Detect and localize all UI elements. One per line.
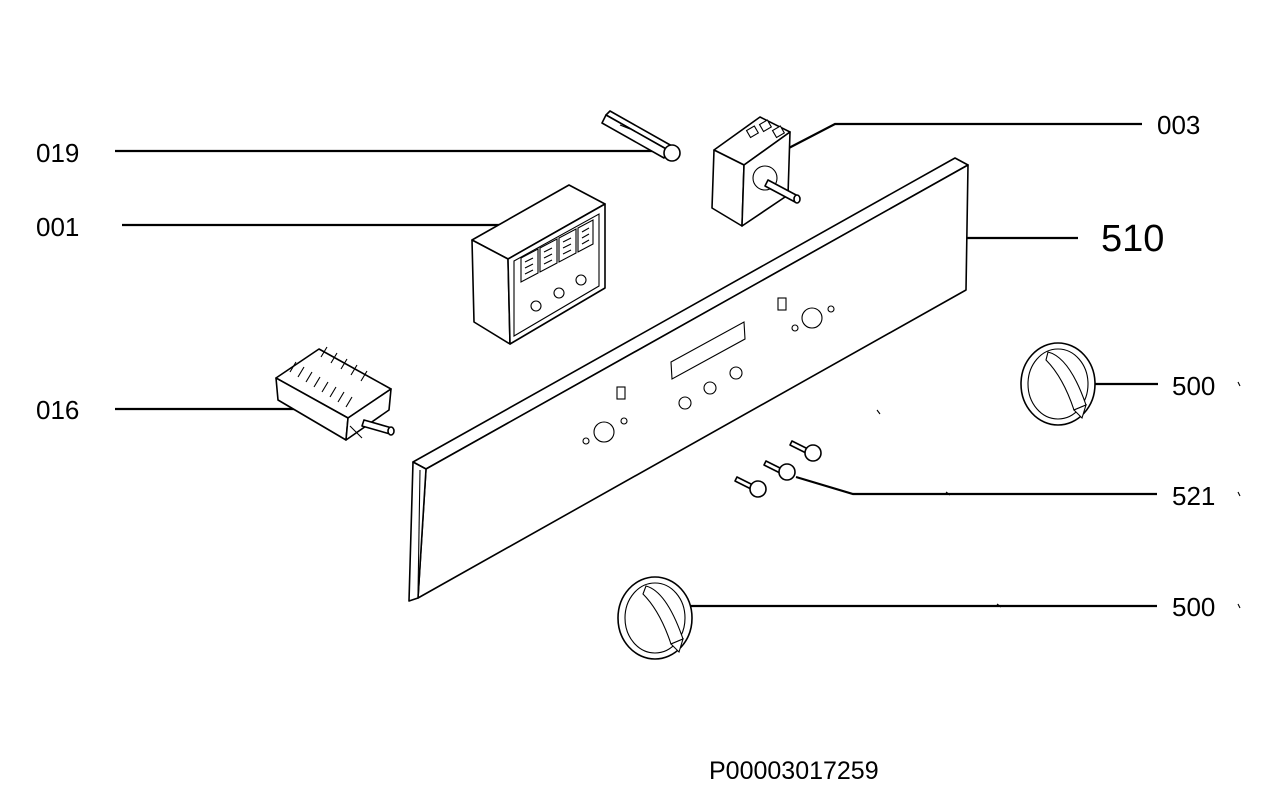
label-500-lower: 500 [1172,592,1215,622]
label-500-upper: 500 [1172,371,1215,401]
label-001: 001 [36,212,79,242]
knob-500-lower [617,576,693,660]
control-panel-510 [408,157,969,602]
selector-switch-016 [275,346,395,441]
label-016: 016 [36,395,79,425]
clock-timer-001 [471,184,606,345]
leader-003 [784,122,1142,151]
indicator-lamp-019 [601,110,681,162]
leader-521 [795,475,1157,496]
knob-500-upper [1020,342,1096,426]
label-003: 003 [1157,110,1200,140]
label-019: 019 [36,138,79,168]
label-521: 521 [1172,481,1215,511]
screws-521 [734,440,822,498]
drawing-code: P00003017259 [709,757,879,785]
tick-mark [876,381,1241,609]
thermostat-003 [711,116,801,227]
label-510: 510 [1101,218,1164,260]
